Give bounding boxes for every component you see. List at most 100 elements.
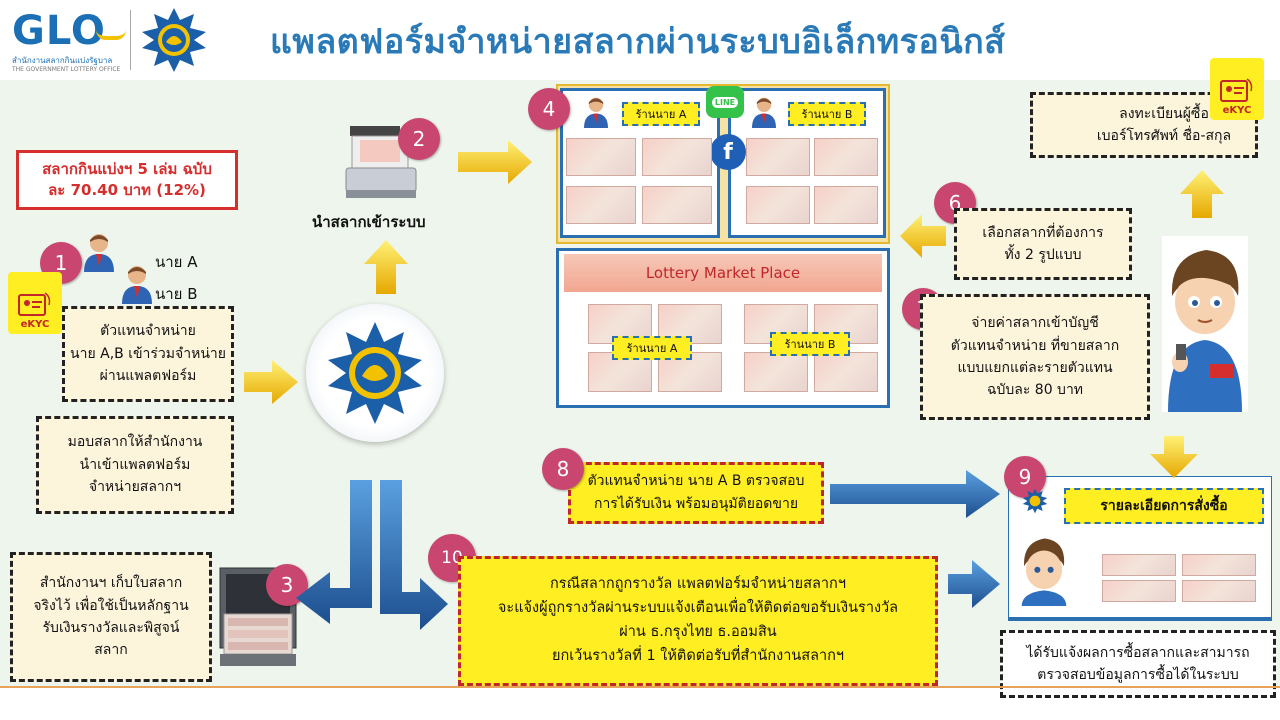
facebook-icon: f [710, 134, 746, 170]
arrow-right-yellow [244, 360, 298, 404]
ekyc-label-agent: eKYC [20, 319, 50, 330]
lottery-ticket [814, 138, 878, 176]
step-3-storage-box: สำนักงานฯ เก็บใบสลาก จริงไว้ เพื่อใช้เป็… [10, 552, 212, 682]
header-bar [0, 0, 1280, 80]
step-7-line-2: ตัวแทนจำหน่าย ที่ขายสลาก [950, 337, 1120, 354]
arrow-right-blue [948, 560, 1000, 608]
lottery-ticket [566, 186, 636, 224]
facebook-label: f [723, 139, 733, 165]
step-7-line-1: จ่ายค่าสลากเข้าบัญชี [971, 315, 1099, 332]
step-8-badge: 8 [542, 448, 584, 490]
lottery-ticket [1102, 580, 1176, 602]
step-8-line-2: การได้รับเงิน พร้อมอนุมัติยอดขาย [593, 496, 799, 512]
order-details-label: รายละเอียดการสั่งซื้อ [1064, 488, 1264, 524]
step-1-line-1: ตัวแทนจำหน่าย [100, 323, 196, 340]
delivery-line-3: จำหน่ายสลากฯ [88, 479, 182, 496]
step-3-line-1: สำนักงานฯ เก็บใบสลาก [39, 575, 183, 592]
arrow-up-yellow [1180, 170, 1224, 218]
lottery-price-notice: สลากกินแบ่งฯ 5 เล่ม ฉบับ ละ 70.40 บาท (1… [16, 150, 238, 210]
logo-subtitle-en: THE GOVERNMENT LOTTERY OFFICE [12, 66, 121, 73]
person-a-avatar [82, 232, 116, 276]
ekyc-badge-agent: eKYC [8, 272, 62, 334]
shop-a-label: ร้านนาย A [622, 102, 700, 126]
logo-swoosh [96, 30, 126, 40]
header-divider [130, 10, 131, 70]
marketplace-shop-b-label: ร้านนาย B [770, 332, 850, 356]
step-7-line-3: แบบแยกแต่ละรายตัวแทน [957, 360, 1113, 376]
marketplace-shop-a-label: ร้านนาย A [612, 336, 692, 360]
logo-subtitle-th: สำนักงานสลากกินแบ่งรัฐบาล [12, 56, 113, 65]
lottery-ticket [746, 186, 810, 224]
glo-logo: GLO [12, 8, 106, 54]
step-8-verify-box: ตัวแทนจำหน่าย นาย A B ตรวจสอบ การได้รับเ… [568, 462, 824, 524]
person-b-avatar [120, 264, 154, 308]
step-10-prize-box: กรณีสลากถูกรางวัล แพลตฟอร์มจำหน่ายสลากฯ … [458, 556, 938, 686]
step-7-line-4: ฉบับละ 80 บาท [986, 382, 1084, 399]
step-7-payment-box: จ่ายค่าสลากเข้าบัญชี ตัวแทนจำหน่าย ที่ขา… [920, 294, 1150, 420]
lottery-ticket [814, 186, 878, 224]
step-3-line-4: สลาก [94, 642, 128, 659]
line-app-icon: LINE [706, 86, 744, 118]
step-4-badge: 4 [528, 88, 570, 130]
office-seal-icon [140, 6, 208, 74]
step-9-line-2: ตรวจสอบข้อมูลการซื้อได้ในระบบ [1037, 667, 1239, 683]
lottery-ticket [1102, 554, 1176, 576]
shop-b-label: ร้านนาย B [788, 102, 866, 126]
scanner-icon [342, 124, 422, 202]
buyer-character [1162, 236, 1248, 412]
footer-divider [0, 686, 1280, 688]
step-1-line-2: นาย A,B เข้าร่วมจำหน่าย [70, 345, 226, 362]
step-9-line-1: ได้รับแจ้งผลการซื้อสลากและสามารถ [1026, 644, 1250, 661]
lottery-ticket [642, 186, 712, 224]
step-3-line-2: จริงไว้ เพื่อใช้เป็นหลักฐาน [33, 597, 189, 614]
lottery-ticket [642, 138, 712, 176]
shop-b-owner-avatar [750, 96, 778, 132]
person-a-label: นาย A [155, 253, 198, 271]
arrow-down-left-blue [296, 480, 372, 624]
ekyc-badge-buyer: eKYC [1210, 58, 1264, 120]
id-card-icon [18, 292, 51, 316]
step-6-select-box: เลือกสลากที่ต้องการ ทั้ง 2 รูปแบบ [954, 208, 1132, 280]
step-1-line-3: ผ่านแพลตฟอร์ม [99, 368, 197, 385]
step-9-badge: 9 [1004, 456, 1046, 498]
arrow-down-yellow [1150, 436, 1198, 478]
lottery-ticket [1182, 554, 1256, 576]
marketplace-title: Lottery Market Place [564, 254, 882, 292]
line-app-label: LINE [711, 96, 739, 108]
step-1-agent-box: ตัวแทนจำหน่าย นาย A,B เข้าร่วมจำหน่าย ผ่… [62, 306, 234, 402]
page-title: แพลตฟอร์มจำหน่ายสลากผ่านระบบอิเล็กทรอนิก… [270, 22, 1006, 62]
small-seal-icon [1022, 488, 1048, 518]
step-5-line-1: ลงทะเบียนผู้ซื้อ [1119, 105, 1209, 122]
arrow-left-yellow [900, 214, 946, 258]
buyer-mini-avatar [1018, 530, 1070, 610]
delivery-line-2: นำเข้าแพลตฟอร์ม [79, 456, 191, 473]
id-card-icon [1220, 78, 1253, 102]
ekyc-label-buyer: eKYC [1222, 105, 1252, 116]
lottery-ticket [1182, 580, 1256, 602]
step-3-line-3: รับเงินรางวัลและพิสูจน์ [42, 620, 180, 636]
lottery-ticket [566, 138, 636, 176]
step-5-line-2: เบอร์โทรศัพท์ ชื่อ-สกุล [1096, 128, 1232, 144]
step-2-label: นำสลากเข้าระบบ [312, 213, 426, 231]
shop-a-owner-avatar [582, 96, 610, 132]
step-10-line-4: ยกเว้นรางวัลที่ 1 ให้ติดต่อรับที่สำนักงา… [551, 647, 845, 664]
step-8-line-1: ตัวแทนจำหน่าย นาย A B ตรวจสอบ [587, 472, 805, 489]
arrow-right-yellow [458, 140, 532, 184]
step-3-badge: 3 [266, 564, 308, 606]
step-10-line-3: ผ่าน ธ.กรุงไทย ธ.ออมสิน [619, 624, 777, 640]
step-1-delivery-box: มอบสลากให้สำนักงาน นำเข้าแพลตฟอร์ม จำหน่… [36, 416, 234, 514]
step-2-badge: 2 [398, 118, 440, 160]
step-10-line-2: จะแจ้งผู้ถูกรางวัลผ่านระบบแจ้งเตือนเพื่อ… [497, 600, 899, 617]
person-b-label: นาย B [155, 285, 198, 303]
lottery-ticket [744, 352, 808, 392]
notice-line-2: ละ 70.40 บาท (12%) [48, 181, 206, 199]
step-6-line-1: เลือกสลากที่ต้องการ [982, 224, 1104, 241]
lottery-ticket [746, 138, 810, 176]
arrow-up-yellow [364, 240, 408, 294]
center-seal-emblem [306, 304, 444, 442]
arrow-right-blue [830, 470, 1000, 518]
step-10-line-1: กรณีสลากถูกรางวัล แพลตฟอร์มจำหน่ายสลากฯ [550, 576, 846, 593]
step-6-line-2: ทั้ง 2 รูปแบบ [1004, 247, 1082, 263]
arrow-down-right-blue [380, 480, 448, 630]
